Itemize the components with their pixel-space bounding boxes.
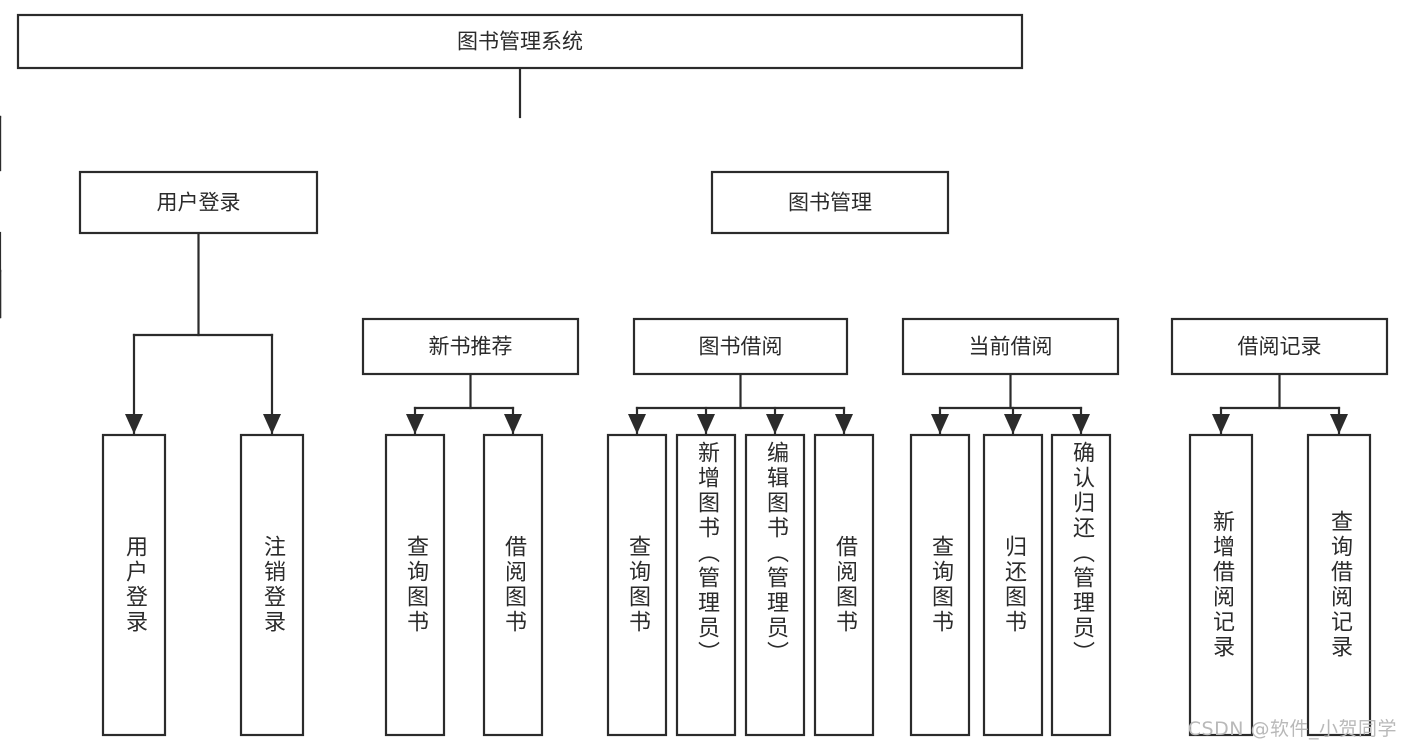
arrow-head-icon [835,414,853,434]
csdn-watermark: CSDN @软件_小贺同学 [1187,718,1397,740]
node-label-level3-0: 新书推荐 [429,335,513,359]
node-label-level3-1: 图书借阅 [699,335,783,359]
node-label-level3-3: 借阅记录 [1238,335,1322,359]
node-box-leaf-5[interactable] [675,433,737,737]
node-box-level3-1[interactable] [632,317,849,376]
node-box-level2-0[interactable] [78,170,319,235]
node-box-leaf-8[interactable] [909,433,971,737]
node-label-level2-1: 图书管理 [788,191,872,215]
arrow-head-icon [1212,414,1230,434]
connectors-layer [0,66,1348,435]
node-label-level3-2: 当前借阅 [969,335,1053,359]
arrow-head-icon [931,414,949,434]
node-box-leaf-2[interactable] [384,433,446,737]
node-box-level3-3[interactable] [1170,317,1389,376]
node-box-level2-1[interactable] [710,170,950,235]
arrow-head-icon [1004,414,1022,434]
arrow-head-icon [1072,414,1090,434]
arrow-head-icon [628,414,646,434]
arrow-head-icon [697,414,715,434]
node-box-level3-0[interactable] [361,317,580,376]
arrow-head-icon [406,414,424,434]
node-box-leaf-3[interactable] [482,433,544,737]
node-label-level2-0: 用户登录 [157,191,241,215]
node-box-leaf-9[interactable] [982,433,1044,737]
boxes-layer [16,13,1389,737]
node-box-root[interactable] [16,13,1024,70]
node-box-leaf-6[interactable] [744,433,806,737]
node-box-leaf-7[interactable] [813,433,875,737]
arrow-head-icon [766,414,784,434]
node-box-leaf-1[interactable] [239,433,305,737]
node-box-leaf-11[interactable] [1188,433,1254,737]
node-label-root: 图书管理系统 [457,30,583,54]
arrow-head-icon [263,414,281,434]
node-box-leaf-10[interactable] [1050,433,1112,737]
arrow-head-icon [504,414,522,434]
node-box-leaf-12[interactable] [1306,433,1372,737]
arrow-head-icon [1330,414,1348,434]
node-box-level3-2[interactable] [901,317,1120,376]
node-box-leaf-4[interactable] [606,433,668,737]
node-box-leaf-0[interactable] [101,433,167,737]
arrow-head-icon [125,414,143,434]
